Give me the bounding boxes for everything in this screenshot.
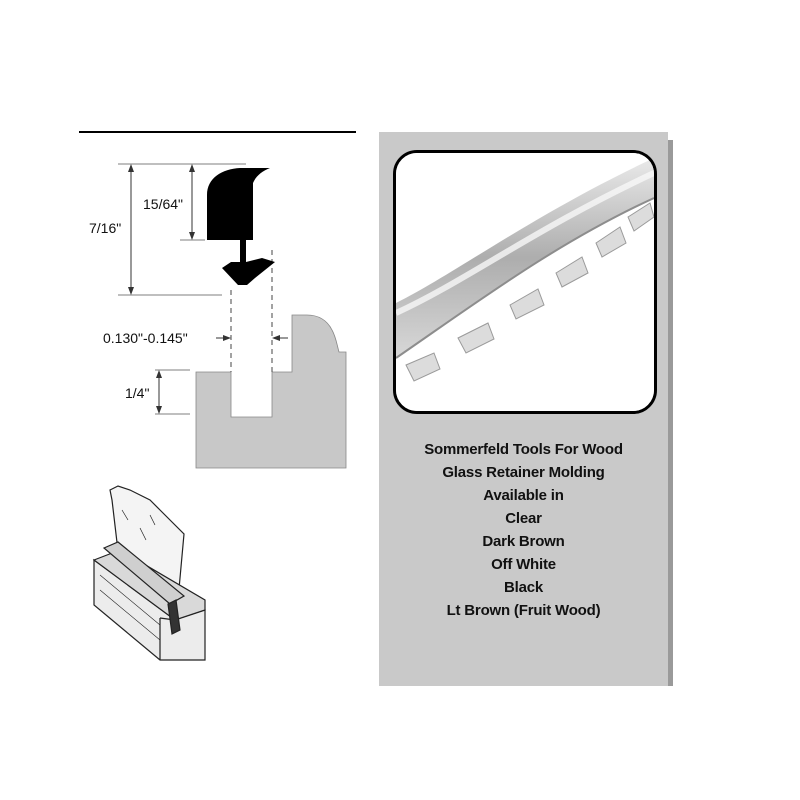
isometric-glass-sash-sketch bbox=[92, 485, 206, 661]
label-rabbet-depth: 1/4" bbox=[125, 385, 149, 401]
dimension-height-total: 7/16" bbox=[89, 163, 246, 296]
caption-line-available: Available in bbox=[483, 487, 564, 504]
caption-line-brand: Sommerfeld Tools For Wood bbox=[424, 441, 623, 458]
molding-profile bbox=[207, 168, 275, 285]
wood-sash-profile bbox=[195, 314, 347, 469]
label-height-total: 7/16" bbox=[89, 220, 121, 236]
dimension-lip-height: 15/64" bbox=[143, 164, 205, 241]
glass-slot-outline bbox=[230, 250, 273, 372]
info-panel: Sommerfeld Tools For Wood Glass Retainer… bbox=[379, 132, 668, 686]
dimension-gap-width: 0.130"-0.145" bbox=[103, 330, 288, 346]
dimension-rabbet-depth: 1/4" bbox=[125, 369, 190, 415]
product-caption: Sommerfeld Tools For Wood Glass Retainer… bbox=[379, 438, 668, 622]
panel-shadow bbox=[668, 140, 673, 686]
caption-color-lt-brown: Lt Brown (Fruit Wood) bbox=[446, 602, 601, 619]
caption-color-clear: Clear bbox=[505, 510, 542, 527]
caption-color-black: Black bbox=[503, 579, 544, 596]
label-lip-height: 15/64" bbox=[143, 196, 183, 212]
clear-molding-strip-photo bbox=[396, 153, 654, 411]
caption-line-product: Glass Retainer Molding bbox=[442, 464, 605, 481]
molding-photo-frame bbox=[393, 150, 657, 414]
caption-color-dark-brown: Dark Brown bbox=[482, 533, 565, 550]
caption-color-off-white: Off White bbox=[491, 556, 556, 573]
label-gap-width: 0.130"-0.145" bbox=[103, 330, 188, 346]
